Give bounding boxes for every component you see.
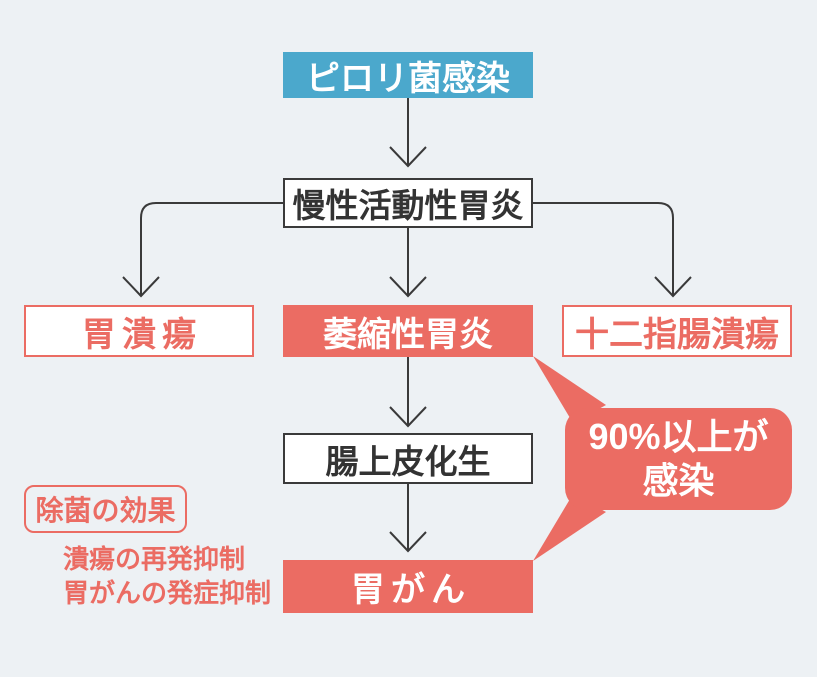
node-chronic-active-gastritis: 慢性活動性胃炎 — [283, 178, 533, 228]
node-duodenal-ulcer: 十二指腸潰瘍 — [562, 305, 792, 357]
arrowhead-chronic-to-gastric-ulcer — [122, 276, 160, 298]
node-atrophic-gastritis: 萎縮性胃炎 — [283, 305, 533, 357]
node-gastric-ulcer: 胃潰瘍 — [24, 305, 254, 357]
eradication-effect-title: 除菌の効果 — [24, 485, 187, 533]
effect-cancer-onset-suppression: 胃がんの発症抑制 — [63, 578, 272, 608]
callout-tail-to-cancer — [533, 494, 606, 561]
arrow-chronic-to-duodenal — [533, 202, 674, 295]
arrowhead-chronic-to-duodenal — [654, 276, 692, 298]
eradication-effect-list: 潰瘍の再発抑制 胃がんの発症抑制 — [63, 542, 271, 610]
effect-ulcer-recurrence-suppression: 潰瘍の再発抑制 — [63, 544, 246, 574]
node-pylori-infection: ピロリ菌感染 — [283, 52, 533, 98]
callout-tail-to-atrophic — [533, 356, 606, 423]
arrowhead-atrophic-to-metaplasia — [389, 406, 427, 428]
callout-line-1: 90%以上が — [588, 416, 769, 457]
arrow-chronic-to-gastric-ulcer — [140, 202, 283, 295]
arrowhead-chronic-to-atrophic — [389, 276, 427, 298]
node-gastric-cancer: 胃がん — [283, 560, 533, 613]
arrowhead-pylori-to-chronic — [389, 146, 427, 168]
arrowhead-metaplasia-to-cancer — [389, 531, 427, 553]
callout-line-2: 感染 — [642, 460, 715, 501]
node-intestinal-metaplasia: 腸上皮化生 — [283, 433, 533, 484]
callout-infection-rate: 90%以上が 感染 — [565, 408, 792, 510]
